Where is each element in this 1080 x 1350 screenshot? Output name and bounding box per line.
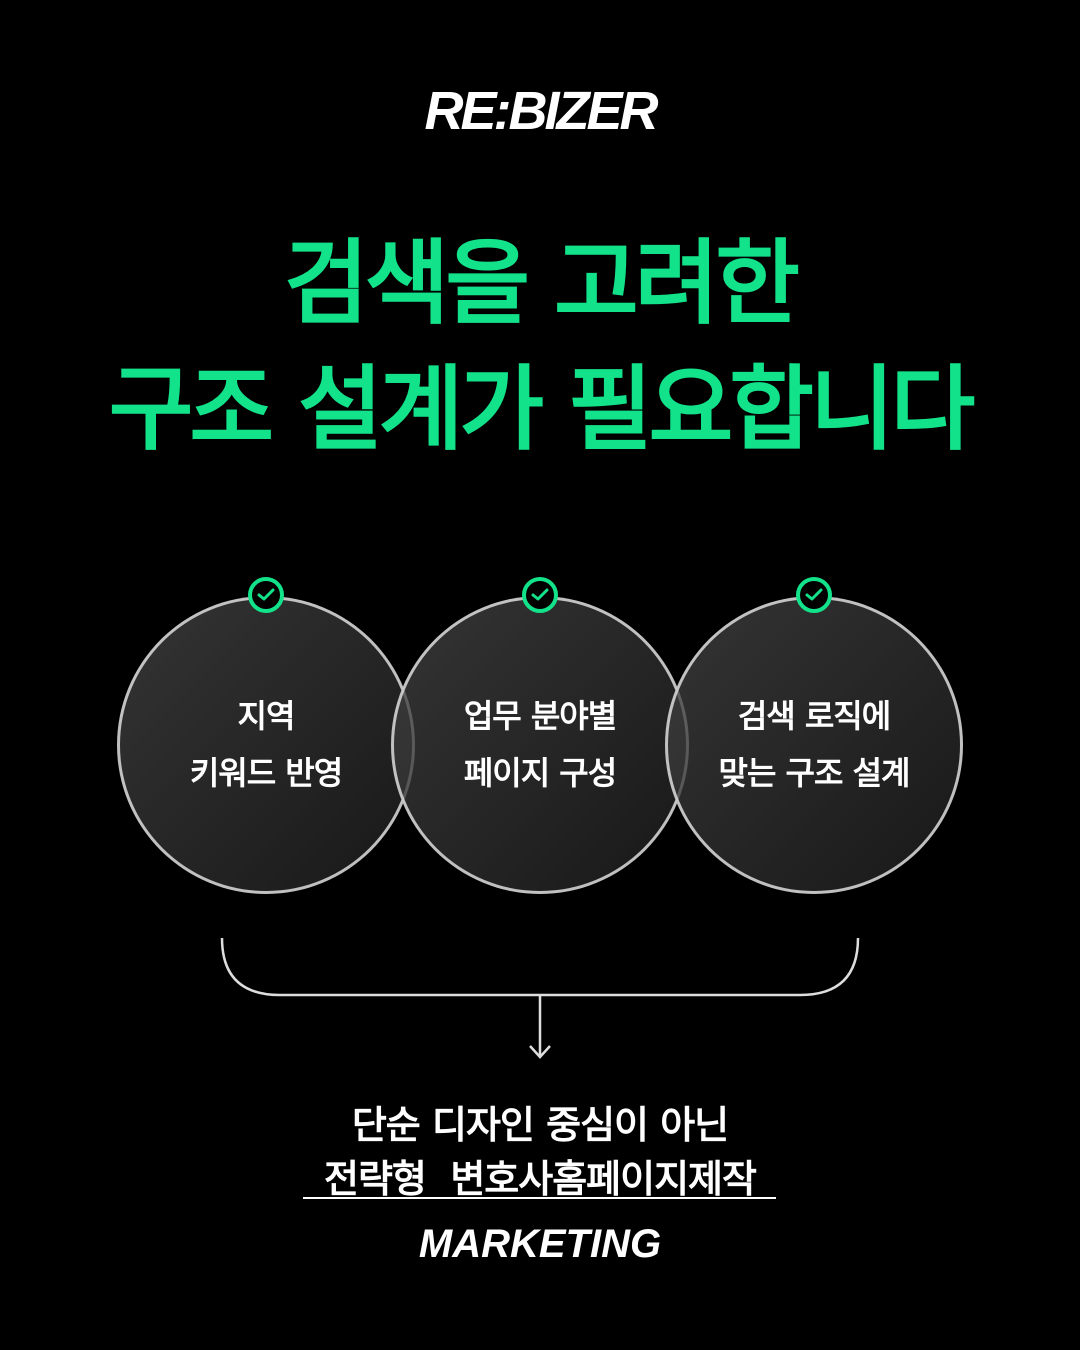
headline-line-1: 검색을 고려한 bbox=[284, 230, 800, 337]
conclusion-line-1: 단순 디자인 중심이 아닌 bbox=[351, 1103, 729, 1147]
conclusion-line-2: 전략형 변호사홈페이지제작 bbox=[324, 1157, 757, 1201]
underline-divider bbox=[303, 1197, 776, 1199]
feature-circle-1: 지역 키워드 반영 bbox=[117, 596, 415, 894]
check-icon bbox=[796, 577, 832, 613]
feature-text: 업무 분야별 bbox=[463, 697, 617, 735]
check-icon bbox=[248, 577, 284, 613]
feature-text: 검색 로직에 bbox=[737, 697, 891, 735]
headline-line-2: 구조 설계가 필요합니다 bbox=[108, 356, 975, 463]
brand-logo: RE:BIZER bbox=[424, 81, 659, 141]
feature-text: 키워드 반영 bbox=[189, 754, 343, 792]
bracket-arrow-icon bbox=[220, 937, 860, 1059]
marketing-tag: MARKETING bbox=[418, 1222, 662, 1266]
feature-text: 맞는 구조 설계 bbox=[718, 754, 911, 792]
feature-text: 지역 bbox=[237, 697, 296, 735]
feature-circle-2: 업무 분야별 페이지 구성 bbox=[391, 596, 689, 894]
feature-circle-3: 검색 로직에 맞는 구조 설계 bbox=[665, 596, 963, 894]
feature-text: 페이지 구성 bbox=[463, 754, 617, 792]
check-icon bbox=[522, 577, 558, 613]
